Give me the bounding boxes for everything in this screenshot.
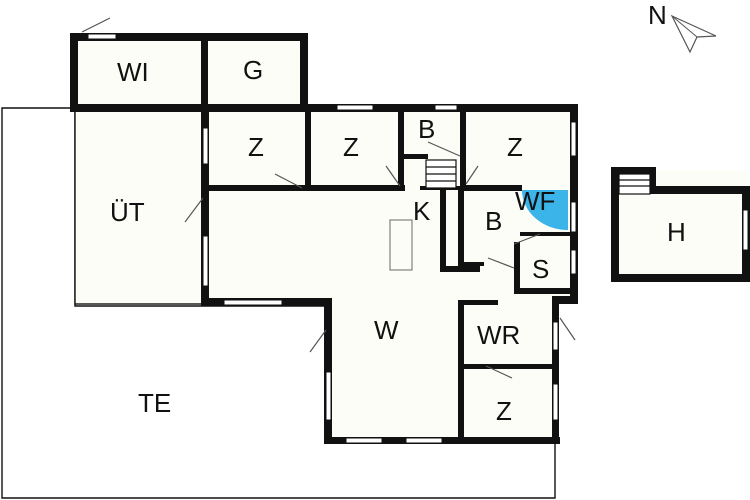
wall [458,304,464,440]
wall [611,167,655,174]
wall [305,108,311,191]
room-label-h: H [667,217,686,247]
room-label-b1: B [418,114,435,144]
window [742,209,749,251]
wall [70,33,78,111]
door [485,365,513,379]
room-label-b2: B [485,206,502,236]
wall [460,108,466,188]
kitchen-island [389,219,413,271]
wall [650,186,750,194]
room-label-ut: ÜT [110,197,145,227]
compass-label: N [648,0,667,30]
window [434,104,458,111]
wi-floor [75,38,205,108]
stairs [425,159,457,189]
wall [201,108,209,306]
window [570,201,577,233]
window [202,127,209,165]
wall [70,33,308,41]
door [559,317,576,341]
wall [552,296,559,444]
wall [458,190,464,272]
wall [611,274,750,282]
room-label-z2: Z [343,132,359,162]
stairs-h [618,173,651,195]
window [336,104,374,111]
window [570,249,577,275]
wall [514,288,574,294]
wall [440,190,446,270]
window [552,383,559,421]
wall [458,300,498,305]
room-label-z4: Z [496,396,512,426]
door [513,233,541,245]
window [202,235,209,287]
room-label-te: TE [138,388,171,418]
wall [514,242,520,294]
room-label-z1: Z [248,132,264,162]
room-label-g: G [243,55,263,85]
window [345,437,383,444]
window [223,299,283,306]
wall [611,167,619,281]
door [184,197,204,223]
room-label-wr: WR [477,320,520,350]
door [309,329,327,353]
door [427,141,461,157]
wall [398,154,428,159]
room-label-k: K [413,196,431,226]
g-floor [205,38,305,108]
wall [324,298,332,444]
door [465,165,479,185]
wall [458,364,555,369]
window [87,33,117,40]
door [274,173,303,189]
door [487,257,515,269]
wall [201,38,208,108]
wall [552,296,578,304]
wall [440,266,480,272]
door [81,17,111,33]
wall [520,232,572,236]
room-label-w: W [374,315,399,345]
room-label-wi: WI [117,57,149,87]
wall [300,33,308,108]
window [570,121,577,157]
wf-highlight [522,190,568,230]
room-label-s: S [532,254,549,284]
wall [464,262,484,266]
wall [460,185,522,191]
wall [70,104,578,112]
window [405,437,443,444]
door [385,165,401,187]
window [325,371,332,421]
wall [398,108,404,188]
wall [650,167,656,194]
room-label-z3: Z [507,132,523,162]
north-arrow-icon [670,14,717,54]
room-label-wf: WF [515,186,555,216]
window [552,321,559,351]
